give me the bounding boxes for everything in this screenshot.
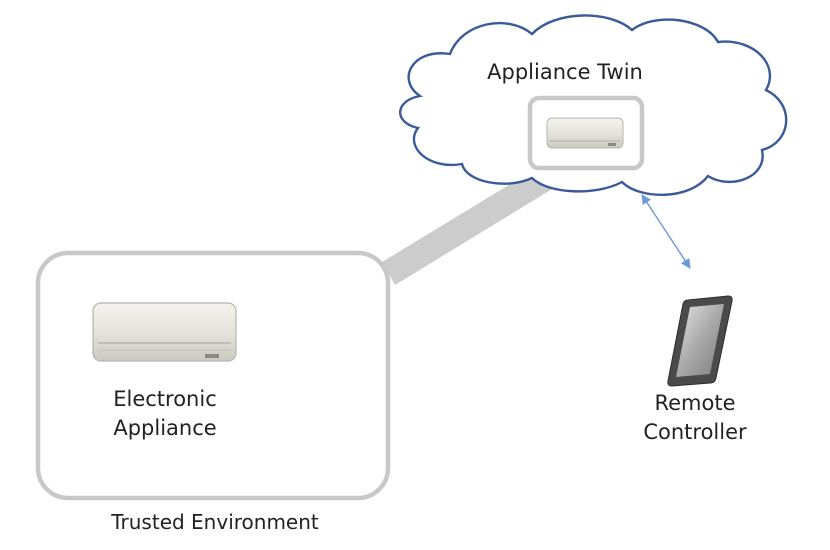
appliance-twin-icon xyxy=(546,117,624,149)
appliance-twin-label: Appliance Twin xyxy=(470,58,660,87)
remote-controller-label-line1: Remote xyxy=(654,391,736,415)
appliance-twin-label-text: Appliance Twin xyxy=(487,60,643,84)
smartphone-icon xyxy=(667,295,733,387)
trusted-environment-label: Trusted Environment xyxy=(70,508,360,537)
remote-controller-label-line2: Controller xyxy=(643,420,747,444)
electronic-appliance-label: Electronic Appliance xyxy=(60,385,270,443)
electronic-appliance-icon xyxy=(92,302,237,362)
trusted-environment-frame xyxy=(35,250,391,501)
electronic-appliance-label-line2: Appliance xyxy=(113,416,217,440)
electronic-appliance-label-line1: Electronic xyxy=(113,387,217,411)
connection-link xyxy=(382,160,580,285)
remote-link-arrow xyxy=(641,194,691,269)
remote-controller-label: Remote Controller xyxy=(610,389,780,447)
trusted-environment-label-text: Trusted Environment xyxy=(111,510,319,534)
